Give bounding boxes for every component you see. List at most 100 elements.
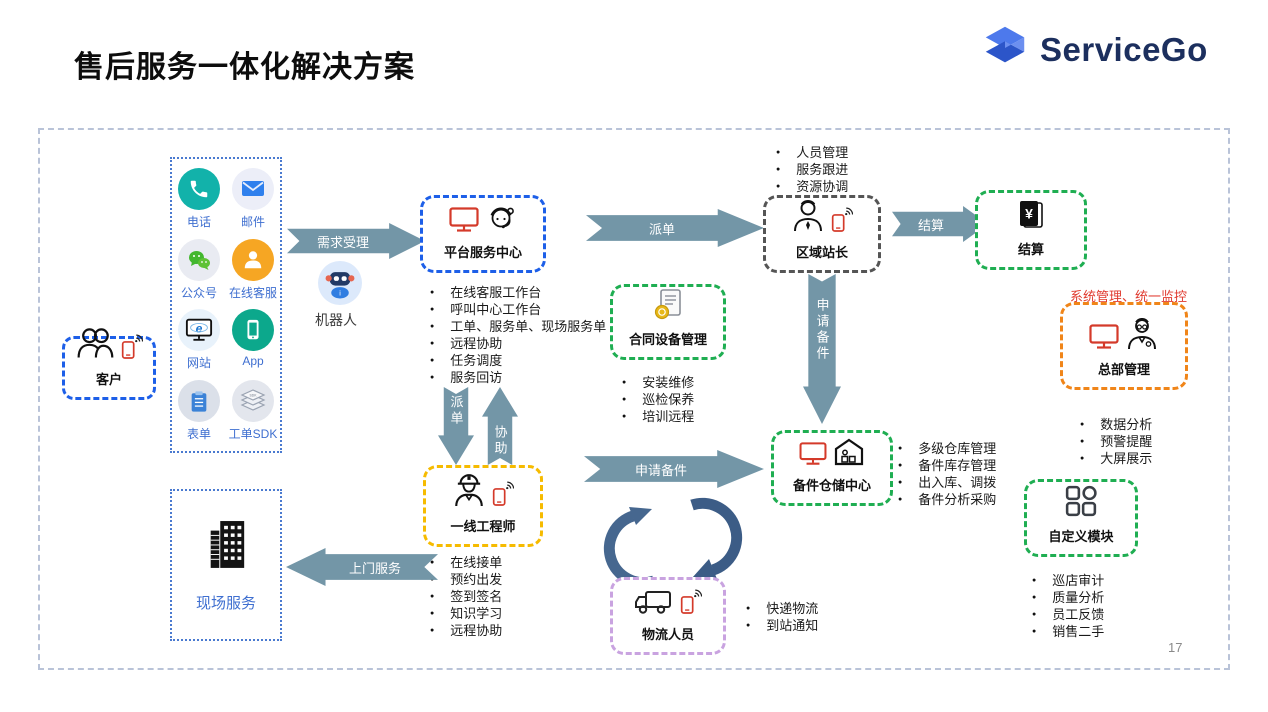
channel-online-service: 在线客服 — [228, 238, 277, 301]
mobile-phone-icon — [831, 207, 853, 238]
list-item: 在线客服工作台 — [430, 284, 606, 301]
arrow-label: 上门服务 — [348, 560, 401, 576]
mail-icon — [232, 167, 274, 210]
node-contract-equipment: 合同设备管理 — [610, 284, 726, 360]
channel-label: App — [242, 354, 264, 369]
platform-capabilities-list: 在线客服工作台 呼叫中心工作台 工单、服务单、现场服务单 远程协助 任务调度 服… — [430, 284, 606, 386]
list-item: 预警提醒 — [1080, 433, 1152, 450]
node-label: 现场服务 — [195, 595, 256, 612]
channel-sdk: SDK 工单SDK — [229, 380, 277, 442]
list-item: 呼叫中心工作台 — [430, 301, 606, 318]
diagram-frame — [38, 128, 1230, 670]
arrow-label: 需求受理 — [316, 234, 369, 250]
list-item: 数据分析 — [1080, 416, 1152, 433]
servicego-logo-icon — [980, 22, 1030, 77]
node-platform-service-center: 平台服务中心 — [420, 195, 546, 273]
browser-icon: e — [178, 309, 220, 352]
person-icon — [231, 238, 274, 281]
channel-panel: 电话 邮件 公众号 在线客服 e — [170, 157, 282, 453]
svg-text:e: e — [196, 322, 203, 336]
svg-text:SDK: SDK — [250, 394, 258, 398]
list-item: 服务跟进 — [776, 161, 848, 178]
manager-glasses-icon — [1125, 318, 1159, 355]
list-item: 安装维修 — [622, 374, 694, 391]
list-item: 出入库、调拨 — [898, 474, 996, 491]
list-item: 人员管理 — [776, 144, 848, 161]
node-customer: 客户 — [62, 328, 156, 400]
channel-label: 表单 — [186, 427, 211, 442]
list-item: 巡店审计 — [1032, 572, 1104, 589]
list-item: 远程协助 — [430, 335, 606, 352]
list-item: 快递物流 — [746, 600, 818, 617]
channel-label: 网站 — [186, 356, 211, 371]
node-regional-manager: 区域站长 — [763, 195, 881, 273]
channel-label: 公众号 — [180, 285, 217, 300]
robot-icon: i — [318, 261, 362, 305]
svg-text:¥: ¥ — [1025, 206, 1033, 222]
list-item: 员工反馈 — [1032, 606, 1104, 623]
contract-services-list: 安装维修 巡检保养 培训远程 — [622, 374, 694, 425]
monitor-icon — [1089, 324, 1119, 355]
logo-text: ServiceGo — [1040, 30, 1208, 68]
list-item: 备件分析采购 — [898, 491, 996, 508]
arrow-label: 派单 — [448, 395, 464, 427]
list-item: 预约出发 — [430, 571, 502, 588]
clipboard-icon — [178, 380, 220, 423]
arrow-label: 派单 — [648, 221, 675, 237]
mobile-phone-icon — [680, 589, 702, 620]
node-label: 结算 — [1017, 242, 1044, 257]
channel-form: 表单 — [178, 380, 220, 442]
robot-label: 机器人 — [315, 312, 357, 328]
node-hq-management: 总部管理 — [1060, 302, 1188, 390]
app-phone-icon — [232, 309, 274, 352]
ledger-yen-icon: ¥ — [1018, 200, 1044, 235]
node-settlement: ¥ 结算 — [975, 190, 1087, 270]
hq-features-list: 数据分析 预警提醒 大屏展示 — [1080, 416, 1152, 467]
arrow-label: 申请备件 — [814, 298, 830, 362]
engineer-features-list: 在线接单 预约出发 签到签名 知识学习 远程协助 — [430, 554, 502, 639]
list-item: 多级仓库管理 — [898, 440, 996, 457]
channel-label: 电话 — [186, 214, 211, 229]
svg-text:i: i — [339, 288, 341, 297]
list-item: 在线接单 — [430, 554, 502, 571]
mobile-phone-icon — [492, 481, 514, 512]
building-icon — [204, 517, 248, 576]
list-item: 质量分析 — [1032, 589, 1104, 606]
engineer-icon — [452, 473, 486, 512]
list-item: 服务回访 — [430, 369, 606, 386]
list-item: 资源协调 — [776, 178, 848, 195]
page-number: 17 — [1168, 640, 1183, 655]
custom-modules-list: 巡店审计 质量分析 员工反馈 销售二手 — [1032, 572, 1104, 640]
node-label: 自定义模块 — [1048, 529, 1114, 544]
logistics-features-list: 快递物流 到站通知 — [746, 600, 818, 634]
modules-icon — [1065, 485, 1097, 522]
page-title: 售后服务一体化解决方案 — [74, 51, 415, 84]
channel-app: App — [232, 309, 274, 371]
wechat-icon — [178, 238, 220, 281]
node-custom-modules: 自定义模块 — [1024, 479, 1138, 557]
node-parts-warehouse: 备件仓储中心 — [771, 430, 893, 506]
node-onsite-service: 现场服务 — [170, 489, 282, 641]
list-item: 远程协助 — [430, 622, 502, 639]
node-label: 合同设备管理 — [628, 332, 707, 347]
node-label: 平台服务中心 — [443, 245, 522, 260]
contract-doc-icon — [653, 288, 683, 325]
phone-icon — [178, 167, 220, 210]
list-item: 知识学习 — [430, 605, 502, 622]
channel-label: 邮件 — [240, 214, 265, 229]
channel-wechat: 公众号 — [178, 238, 220, 301]
list-item: 销售二手 — [1032, 623, 1104, 640]
channel-label: 在线客服 — [228, 285, 277, 300]
list-item: 签到签名 — [430, 588, 502, 605]
arrow-label: 结算 — [917, 217, 944, 233]
truck-icon — [634, 589, 674, 620]
sdk-layers-icon: SDK — [232, 380, 274, 423]
node-label: 一线工程师 — [450, 519, 516, 534]
warehouse-features-list: 多级仓库管理 备件库存管理 出入库、调拨 备件分析采购 — [898, 440, 996, 508]
list-item: 备件库存管理 — [898, 457, 996, 474]
arrow-label: 协助 — [492, 425, 508, 457]
node-label: 备件仓储中心 — [792, 478, 871, 493]
warehouse-icon — [833, 438, 865, 471]
list-item: 任务调度 — [430, 352, 606, 369]
arrow-label: 申请备件 — [634, 462, 687, 478]
